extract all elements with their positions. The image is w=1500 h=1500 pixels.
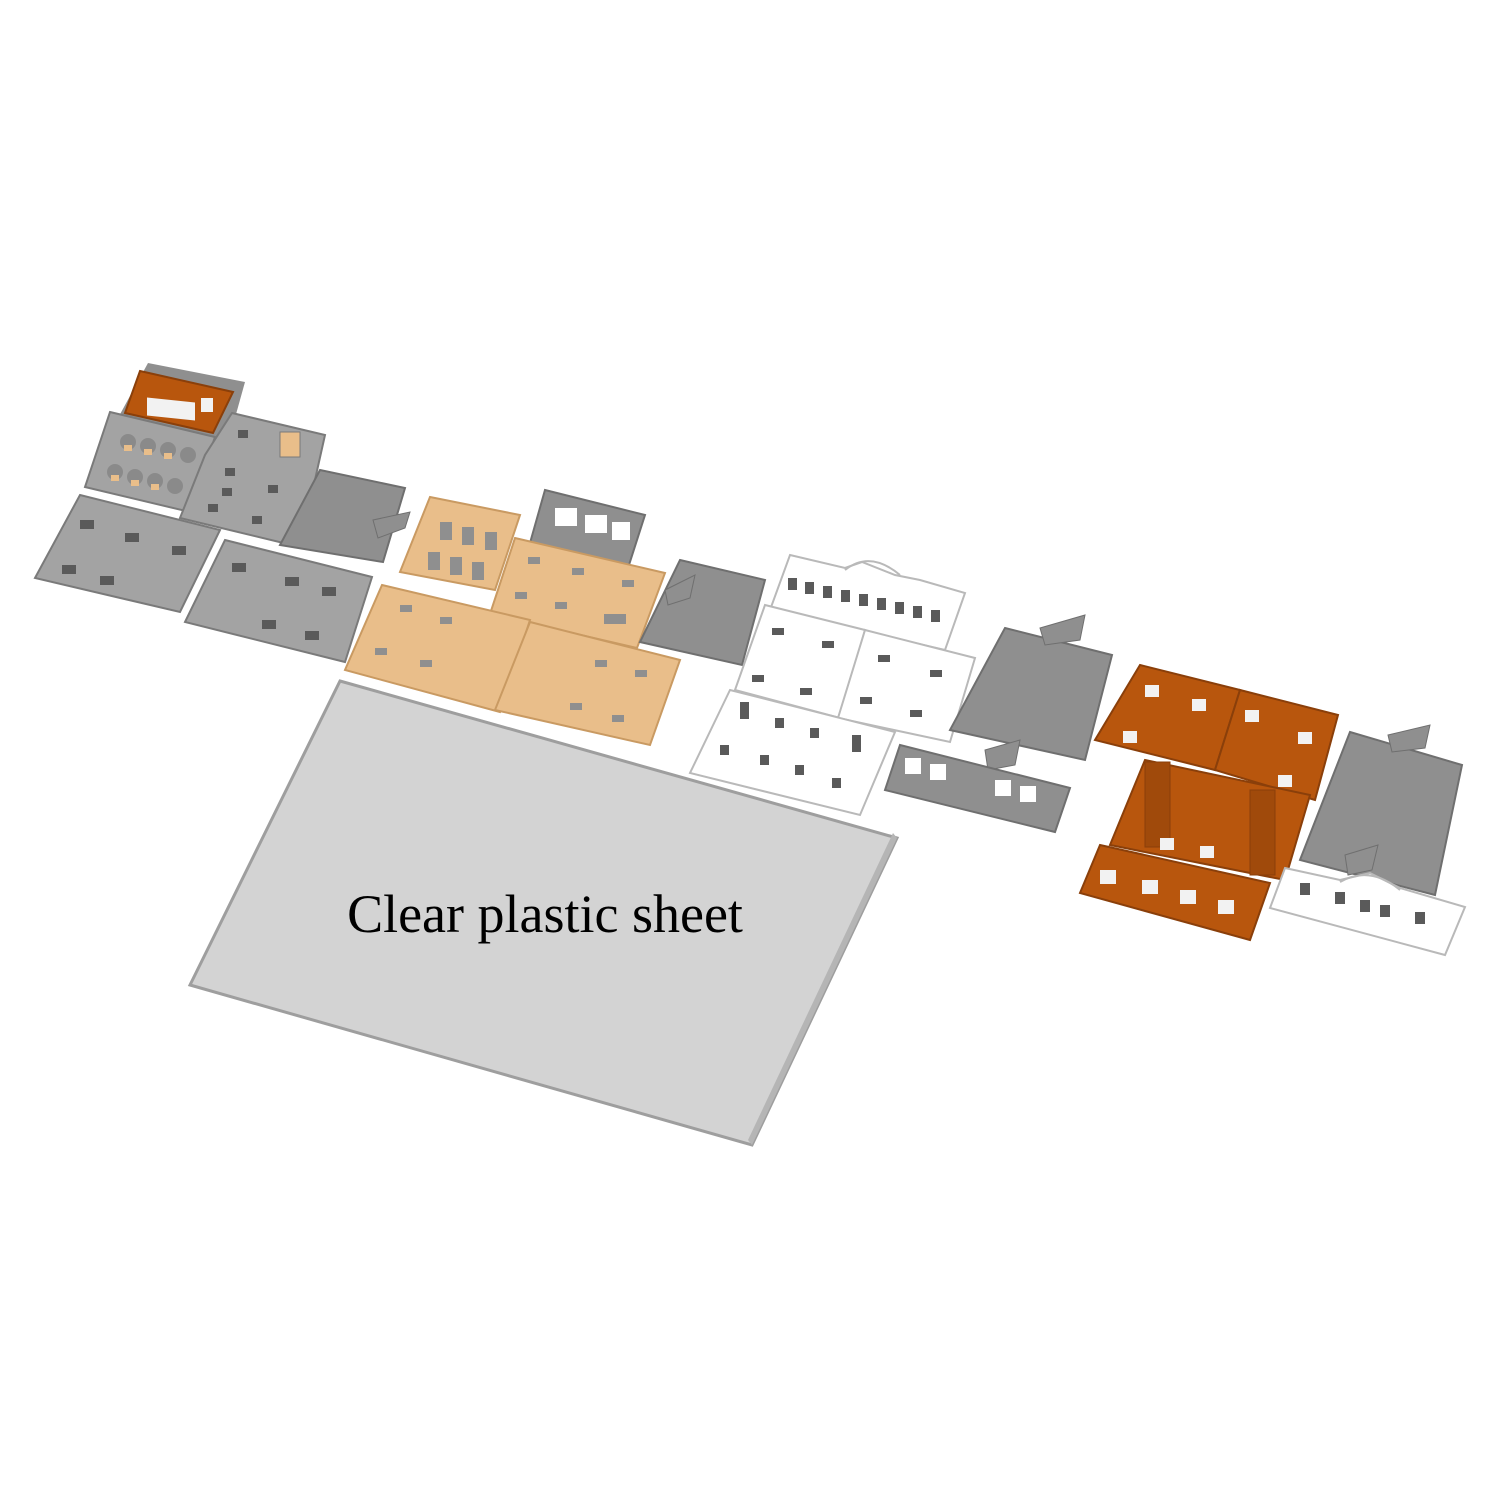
gray-wall-panel-c	[183, 538, 374, 664]
orange-building-kit	[1078, 663, 1467, 957]
gray-plain-panel-c	[948, 614, 1114, 771]
orange-facade-panel	[1108, 758, 1312, 882]
gray-wall-panel-b	[33, 493, 222, 614]
orange-wall-panel-b	[1213, 688, 1340, 802]
white-wall-panel-c	[688, 688, 897, 817]
tan-facade-panel	[398, 495, 522, 592]
tan-building-kit	[343, 488, 767, 747]
clear-plastic-sheet-label: Clear plastic sheet	[347, 884, 743, 944]
white-wall-panel-a	[733, 603, 867, 720]
orange-wall-panel-a	[1093, 663, 1242, 772]
gray-plain-panel-a	[278, 468, 411, 564]
gray-plain-panel-d	[1298, 724, 1464, 897]
gray-building-kit	[33, 363, 411, 664]
gray-plain-panel-b	[638, 558, 767, 667]
tan-wall-panel-c	[493, 620, 682, 747]
gray-window-frame-strip	[883, 743, 1072, 834]
gray-window-panel-a	[178, 411, 327, 549]
tan-wall-panel-a	[488, 536, 667, 650]
white-cornice-piece-b	[1268, 866, 1467, 957]
white-building-kit	[688, 553, 1114, 834]
white-wall-panel-b	[836, 628, 977, 744]
clear-plastic-sheet: Clear plastic sheet	[187, 679, 900, 1147]
orange-base-strip	[1078, 843, 1272, 942]
